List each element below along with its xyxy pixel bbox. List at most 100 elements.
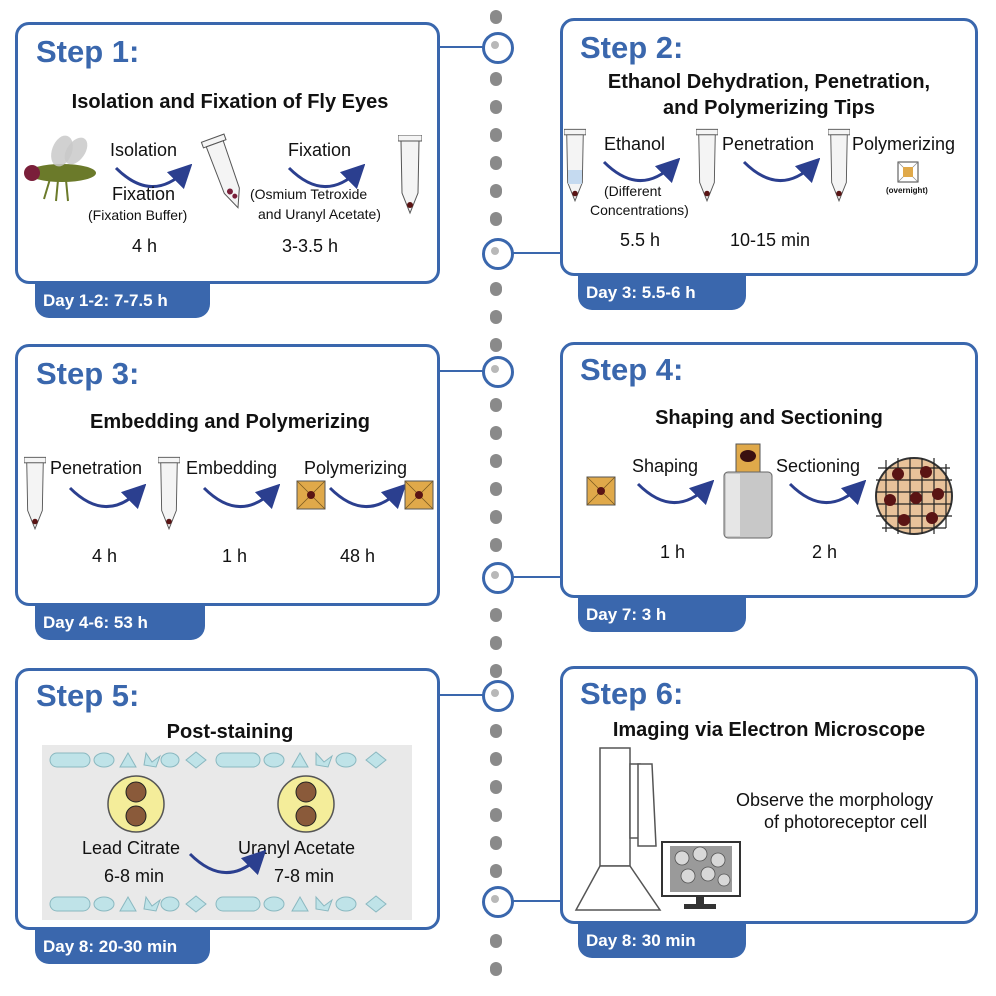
timeline-dot <box>490 724 502 738</box>
connector-line <box>438 46 484 48</box>
grid-sample-icon <box>277 775 335 833</box>
timeline-dot <box>490 426 502 440</box>
tube-icon <box>696 128 718 202</box>
step2-subtitle-1: Ethanol Dehydration, Penetration, <box>607 71 931 93</box>
step3-embedding-label: Embedding <box>186 458 278 478</box>
timeline-dot <box>490 310 502 324</box>
step2-overnight-label: (overnight) <box>886 186 928 195</box>
step1-day-badge: Day 1-2: 7-7.5 h <box>35 284 210 318</box>
step2-ethanol-sub2: Concentrations) <box>590 202 689 218</box>
arrow-icon <box>200 484 280 514</box>
monitor-icon <box>661 841 741 909</box>
step1-isolation-label: Isolation <box>110 140 178 160</box>
step4-day-badge: Day 7: 3 h <box>578 598 746 632</box>
tube-icon <box>398 135 422 214</box>
timeline-dot <box>490 538 502 552</box>
timeline-node <box>482 32 514 64</box>
step1-fixation-a-sub: (Fixation Buffer) <box>88 207 188 223</box>
resin-block-icon <box>404 480 434 510</box>
step6-day-badge: Day 8: 30 min <box>578 924 746 958</box>
resin-block-icon <box>296 480 326 510</box>
timeline-node <box>482 356 514 388</box>
step4-title: Step 4: <box>580 352 684 387</box>
electron-microscope-icon <box>574 747 662 911</box>
step3-subtitle: Embedding and Polymerizing <box>89 411 371 433</box>
step2-panel <box>560 18 978 276</box>
specimen-holder-icon <box>723 443 773 539</box>
timeline-dot <box>490 482 502 496</box>
crystal-pattern-icon <box>49 895 387 913</box>
timeline-node <box>482 680 514 712</box>
timeline-dot <box>490 282 502 296</box>
connector-line <box>438 370 484 372</box>
timeline-dot <box>490 10 502 24</box>
timeline-node <box>482 238 514 270</box>
step2-day-badge: Day 3: 5.5-6 h <box>578 276 746 310</box>
crystal-pattern-icon <box>49 751 387 769</box>
step1-fixation-b-sub1: (Osmium Tetroxide <box>250 186 368 202</box>
step5-subtitle: Post-staining <box>166 721 294 743</box>
step2-penetration-label: Penetration <box>722 134 815 154</box>
arrow-icon <box>634 480 714 510</box>
step2-ethanol-label: Ethanol <box>604 134 666 154</box>
step4-time-a: 1 h <box>660 542 686 562</box>
timeline-dot <box>490 864 502 878</box>
step3-day-badge: Day 4-6: 53 h <box>35 606 205 640</box>
step4-shaping-label: Shaping <box>632 456 699 476</box>
arrow-icon <box>786 480 866 510</box>
arrow-icon <box>66 484 146 514</box>
grid-sections-icon <box>875 457 953 535</box>
step6-subtitle: Imaging via Electron Microscope <box>612 719 926 741</box>
step5-time-b: 7-8 min <box>274 866 335 886</box>
timeline-dot <box>490 510 502 524</box>
step3-polymerizing-label: Polymerizing <box>304 458 408 478</box>
grid-sample-icon <box>107 775 165 833</box>
connector-line <box>512 252 562 254</box>
step4-subtitle: Shaping and Sectioning <box>655 407 883 429</box>
connector-line <box>512 576 562 578</box>
tube-icon <box>200 133 240 209</box>
step2-polymerizing-label: Polymerizing <box>852 134 956 154</box>
step6-observe-1: Observe the morphology <box>736 790 934 810</box>
timeline-dot <box>490 212 502 226</box>
step3-panel <box>15 344 440 606</box>
step3-title: Step 3: <box>36 356 140 391</box>
resin-block-icon <box>586 476 616 506</box>
timeline-dot <box>490 100 502 114</box>
step1-fixation-a-label: Fixation <box>112 184 176 204</box>
step1-fixation-b-sub2: and Uranyl Acetate) <box>258 206 381 222</box>
arrow-icon <box>186 850 266 880</box>
step2-subtitle-2: and Polymerizing Tips <box>663 97 875 119</box>
step3-time-b: 1 h <box>222 546 248 566</box>
timeline-dot <box>490 338 502 352</box>
timeline-dot <box>490 72 502 86</box>
arrow-icon <box>740 158 820 188</box>
step3-time-c: 48 h <box>340 546 376 566</box>
step2-title: Step 2: <box>580 30 684 65</box>
tube-icon <box>158 456 180 530</box>
timeline-dot <box>490 454 502 468</box>
timeline-dot <box>490 608 502 622</box>
step6-observe-2: of photoreceptor cell <box>764 812 928 832</box>
timeline-dot <box>490 808 502 822</box>
fly-icon <box>24 135 96 202</box>
polymer-block-icon <box>897 161 919 183</box>
step4-time-b: 2 h <box>812 542 838 562</box>
timeline-node <box>482 562 514 594</box>
timeline-dot <box>490 398 502 412</box>
tube-icon <box>828 128 850 202</box>
step5-uranyl-label: Uranyl Acetate <box>238 838 356 858</box>
step2-time-a: 5.5 h <box>620 230 661 250</box>
step5-day-badge: Day 8: 20-30 min <box>35 930 210 964</box>
timeline-dot <box>490 664 502 678</box>
step5-title: Step 5: <box>36 678 140 713</box>
timeline-dot <box>490 156 502 170</box>
timeline-dot <box>490 780 502 794</box>
step1-title: Step 1: <box>36 34 140 69</box>
step5-time-a: 6-8 min <box>104 866 165 886</box>
timeline-dot <box>490 184 502 198</box>
step2-time-b: 10-15 min <box>730 230 811 250</box>
step1-time-b: 3-3.5 h <box>282 236 339 256</box>
arrow-icon <box>326 484 406 514</box>
timeline-dot <box>490 752 502 766</box>
